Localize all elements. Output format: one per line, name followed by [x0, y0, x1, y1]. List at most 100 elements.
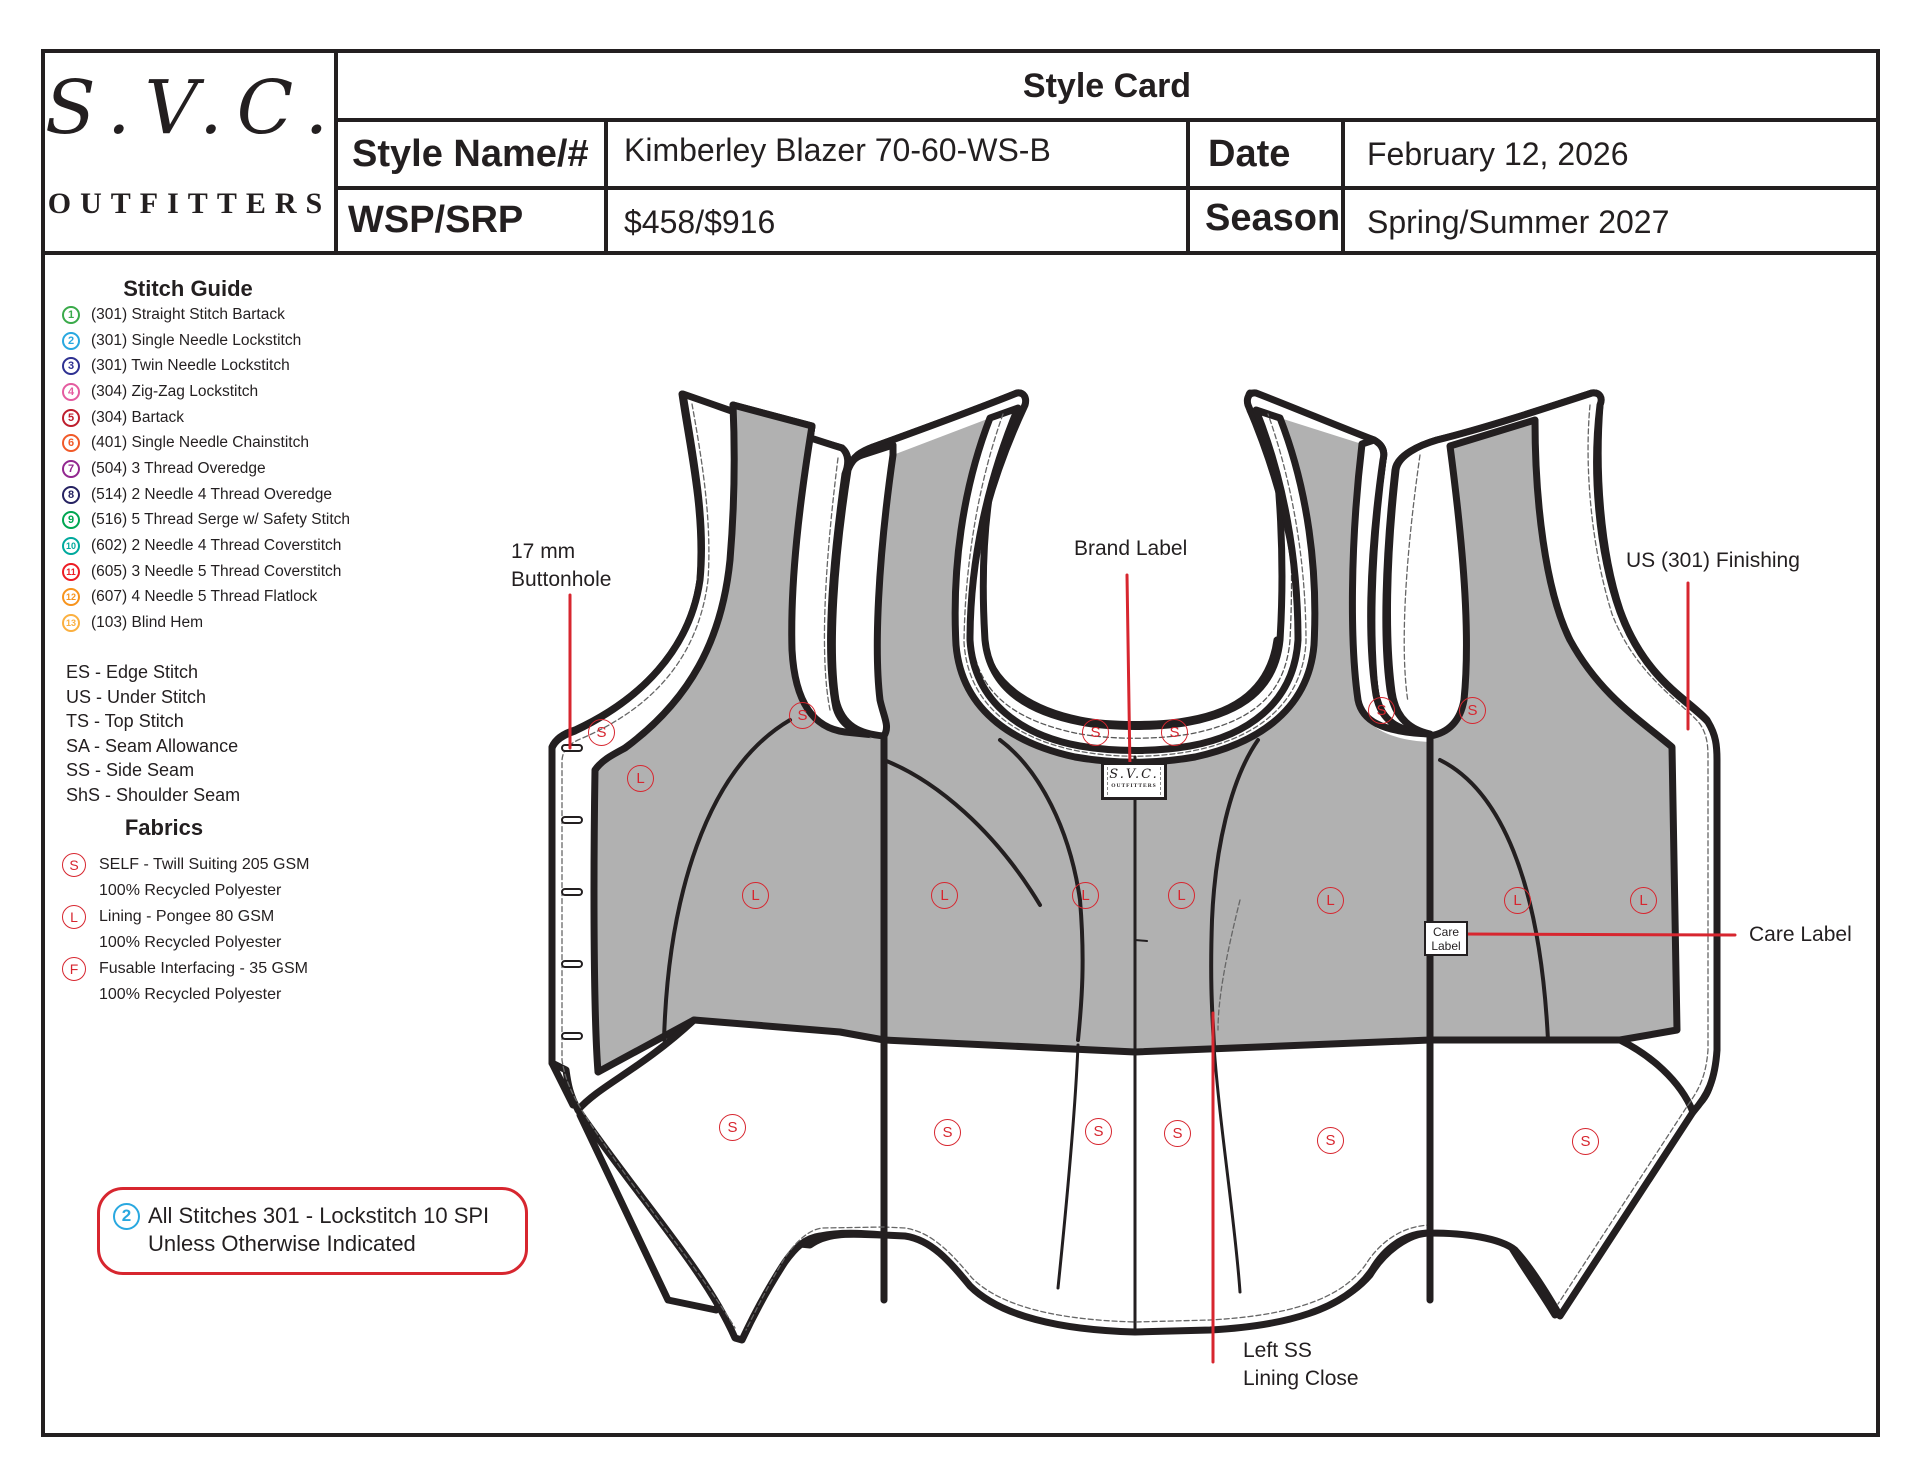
- finishing-callout: US (301) Finishing: [1626, 549, 1800, 572]
- stitch-guide-item: 13(103) Blind Hem: [62, 610, 372, 636]
- buttonhole: [561, 960, 583, 968]
- left-neck-binding: [828, 441, 897, 740]
- brand-label-logo-script: S.V.C.: [1109, 767, 1159, 782]
- stitch-number-icon: 8: [62, 485, 80, 504]
- lining-fabric-mark: L: [931, 882, 958, 909]
- season-label: Season: [1205, 197, 1341, 239]
- left-front-lining-area: [590, 401, 888, 1076]
- stitch-guide-item: 4(304) Zig-Zag Lockstitch: [62, 379, 372, 405]
- back-princess-right: [1209, 738, 1260, 1048]
- abbreviation-item: TS - Top Stitch: [66, 711, 184, 732]
- lining-fabric-mark: L: [1168, 882, 1195, 909]
- stitch-guide-item: 6(401) Single Needle Chainstitch: [62, 430, 372, 456]
- left-hem-topstitch: [745, 1226, 885, 1331]
- left-ss-lining-topstitch: [1217, 899, 1241, 1031]
- self-fabric-mark: S: [789, 702, 816, 729]
- season-value: Spring/Summer 2027: [1367, 204, 1670, 240]
- stitch-guide-label: (602) 2 Needle 4 Thread Coverstitch: [91, 537, 342, 555]
- lining-fabric-mark: L: [627, 765, 654, 792]
- right-neck-edge-topstitch: [1403, 454, 1421, 703]
- fabric-item-interfacing: F Fusable Interfacing - 35 GSM: [62, 956, 309, 982]
- stitch-guide-item: 12(607) 4 Needle 5 Thread Flatlock: [62, 585, 372, 611]
- stitch-guide-label: (301) Straight Stitch Bartack: [91, 305, 285, 323]
- lining-fabric-mark: L: [742, 882, 769, 909]
- lining-fabric-mark: L: [1504, 887, 1531, 914]
- title-divider: [334, 118, 1880, 122]
- abbreviation-item: SS - Side Seam: [66, 760, 195, 781]
- back-princess-lower-right: [1212, 1044, 1242, 1294]
- page-title: Style Card: [1022, 67, 1192, 105]
- stitch-number-icon: 11: [62, 562, 80, 581]
- right-princess-seam-line: [1438, 758, 1550, 1042]
- fabric-content: 100% Recycled Polyester: [99, 882, 282, 899]
- stitch-guide-item: 10 (602) 2 Needle 4 Thread Coverstitch: [62, 533, 372, 559]
- stitch-number-icon: 7: [62, 459, 80, 478]
- self-fabric-mark: S: [1572, 1128, 1599, 1155]
- stitch-guide-item: 3(301) Twin Needle Lockstitch: [62, 353, 372, 379]
- default-stitch-note: 2 All Stitches 301 - Lockstitch 10 SPI U…: [97, 1187, 528, 1275]
- style-card-frame: [41, 49, 1880, 1437]
- date-value: February 12, 2026: [1367, 135, 1629, 172]
- price-label: WSP/SRP: [348, 199, 524, 241]
- right-front-edge-topstitch: [1557, 404, 1709, 1305]
- buttonhole: [561, 1032, 583, 1040]
- abbreviation-item: SA - Seam Allowance: [66, 735, 239, 756]
- lining-fabric-mark: L: [1630, 887, 1657, 914]
- label-col-divider: [604, 118, 608, 255]
- stitch-guide-label: (516) 5 Thread Serge w/ Safety Stitch: [91, 511, 351, 529]
- stitch-guide-label: (401) Single Needle Chainstitch: [91, 434, 309, 452]
- lining-fabric-icon: L: [62, 905, 86, 929]
- back-neck-binding: [951, 404, 1319, 766]
- fabric-label: Fusable Interfacing - 35 GSM: [99, 960, 308, 977]
- buttonhole-callout: 17 mm Buttonhole: [511, 538, 611, 594]
- fabric-content: 100% Recycled Polyester: [99, 934, 282, 951]
- right-waist-seam: [1616, 1036, 1697, 1116]
- care-label-callout: Care Label: [1749, 923, 1852, 946]
- self-fabric-mark: S: [1161, 719, 1188, 746]
- stitch-guide-item: 1 (301) Straight Stitch Bartack: [62, 302, 372, 328]
- stitch-guide-item: 9 (516) 5 Thread Serge w/ Safety Stitch: [62, 508, 372, 534]
- left-waist-seam: [574, 1016, 698, 1114]
- stitch-guide-title: Stitch Guide: [123, 276, 253, 301]
- stitch-number-icon: 13: [62, 614, 80, 633]
- stitch-number-icon: 9: [62, 511, 80, 530]
- back-left-princess: [882, 758, 1042, 907]
- stitch-number-icon: 2: [113, 1202, 140, 1230]
- stitch-guide-label: (607) 4 Needle 5 Thread Flatlock: [91, 588, 318, 606]
- header-bottom-divider: [41, 251, 1880, 255]
- care-label-leader-line: [1458, 932, 1737, 937]
- stitch-guide-list: 1 (301) Straight Stitch Bartack 2 (301) Sin…: [62, 302, 372, 636]
- self-fabric-mark: S: [1164, 1120, 1191, 1147]
- buttonhole-callout-line-1: 17 mm: [511, 540, 576, 563]
- care-box-line-1: Care: [1432, 925, 1459, 939]
- care-label-patch: Care Label: [1424, 921, 1468, 956]
- abbreviation-item: US - Under Stitch: [66, 686, 207, 707]
- stitch-guide-label: (304) Bartack: [91, 408, 185, 426]
- date-label: Date: [1208, 132, 1291, 175]
- self-fabric-mark: S: [1085, 1118, 1112, 1145]
- note-line-2: Unless Otherwise Indicated: [148, 1231, 416, 1256]
- back-lining-area: [849, 418, 1430, 1052]
- stitch-number-icon: 5: [62, 408, 80, 427]
- right-front-lining-area: [1426, 416, 1681, 1044]
- stitch-guide-item: 5 (304) Bartack: [62, 405, 372, 431]
- self-fabric-mark: S: [1368, 697, 1395, 724]
- side-seam-callout-line-2: Lining Close: [1243, 1367, 1359, 1390]
- stitch-number-icon: 2: [62, 331, 80, 350]
- price-value: $458/$916: [624, 204, 776, 240]
- buttonholes: [561, 744, 583, 1040]
- stitch-guide-label: (304) Zig-Zag Lockstitch: [91, 382, 259, 400]
- stitch-guide-label: (301) Single Needle Lockstitch: [91, 331, 302, 349]
- self-fabric-mark: S: [934, 1119, 961, 1146]
- right-neck-binding: [1348, 436, 1434, 738]
- stitch-number-icon: 1: [62, 305, 80, 324]
- stitch-number-icon: 10: [62, 537, 80, 556]
- buttonhole: [561, 744, 583, 752]
- lining-fabric-mark: L: [1072, 882, 1099, 909]
- stitch-guide-label: (301) Twin Needle Lockstitch: [91, 357, 290, 375]
- brand-logo: S.V.C. OUTFITTERS: [45, 53, 334, 251]
- back-neck-binding-topstitch: [963, 413, 1307, 757]
- self-fabric-icon: S: [62, 853, 86, 877]
- brand-label-leader-line: [1125, 573, 1132, 772]
